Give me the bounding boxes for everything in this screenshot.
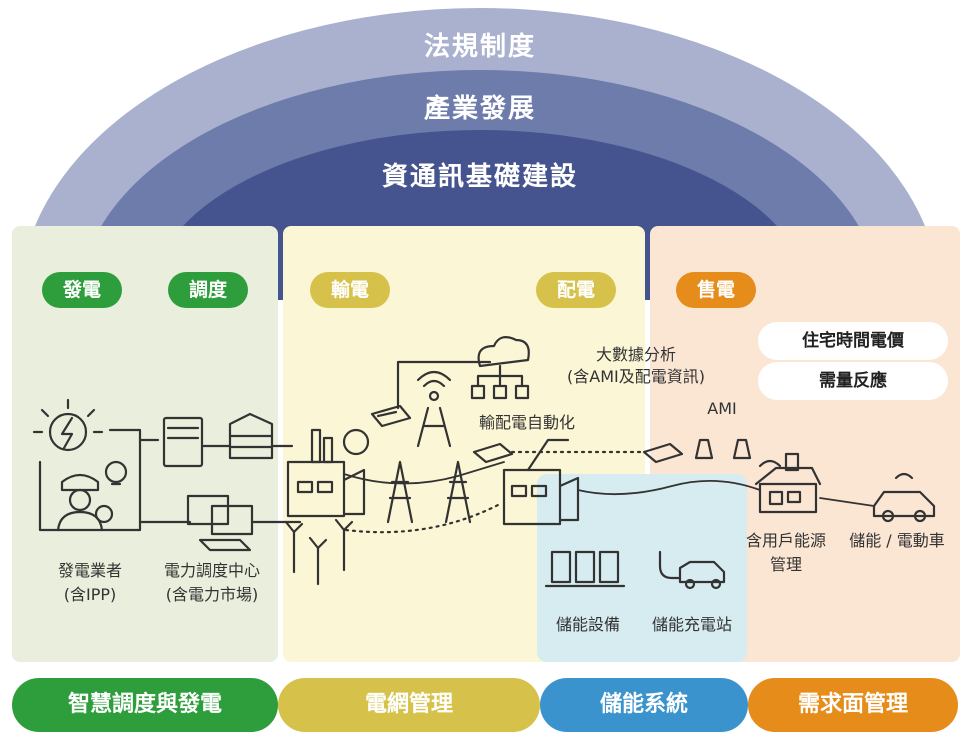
label-storage-charging: 儲能充電站 [651, 615, 732, 634]
arch-label-regulation: 法規制度 [423, 32, 536, 62]
server-icon [162, 412, 274, 468]
label-ev: 儲能 / 電動車 [849, 531, 945, 550]
wind-turbine-icon [284, 518, 354, 586]
category-storage-system: 儲能系統 [540, 678, 748, 732]
charging-station-icon [658, 550, 726, 590]
meter-box-icon [642, 442, 684, 464]
transmission-tower-icon [386, 460, 472, 524]
label-generator-sub: (含IPP) [63, 585, 117, 604]
arch-label-industry: 產業發展 [423, 94, 536, 124]
power-plant-icon [286, 428, 370, 518]
pill-distribution: 配電 [536, 272, 616, 308]
retail-item-dr: 需量反應 [758, 362, 948, 400]
computer-icon [186, 494, 254, 552]
label-big-data: 大數據分析 [595, 345, 676, 364]
label-home-energy-sub: 管理 [769, 555, 802, 574]
category-smart-dispatch: 智慧調度與發電 [12, 678, 278, 732]
antenna-tower-icon [416, 370, 452, 448]
pill-dispatch: 調度 [168, 272, 248, 308]
label-dispatch-center-sub: (含電力市場) [165, 585, 259, 604]
cloud-network-icon [470, 335, 530, 400]
label-home-energy: 含用戶能源 [745, 531, 826, 550]
pill-transmission: 輸電 [310, 272, 390, 308]
smart-house-icon [754, 452, 822, 514]
battery-storage-icon [544, 550, 626, 588]
label-big-data-sub: (含AMI及配電資訊) [567, 367, 705, 386]
label-automation: 輸配電自動化 [478, 413, 575, 432]
pill-generation: 發電 [42, 272, 122, 308]
grid-illustration [32, 335, 936, 590]
panel-storage [537, 474, 747, 662]
category-demand-management: 需求面管理 [748, 678, 958, 732]
ami-meter-icon [694, 438, 752, 460]
label-generator: 發電業者 [57, 561, 122, 580]
electric-car-icon [872, 472, 936, 523]
label-storage-equipment: 儲能設備 [555, 615, 620, 634]
category-grid-management: 電網管理 [278, 678, 540, 732]
router-icon [370, 404, 412, 428]
substation-icon [502, 438, 580, 526]
retail-item-tou: 住宅時間電價 [758, 322, 948, 360]
label-dispatch-center: 電力調度中心 [163, 561, 260, 580]
pill-retail: 售電 [676, 272, 756, 308]
arch-label-ict: 資通訊基礎建設 [381, 162, 578, 192]
automation-box-icon [472, 442, 514, 464]
power-plant-worker-icon [32, 398, 142, 532]
label-ami: AMI [707, 399, 737, 418]
